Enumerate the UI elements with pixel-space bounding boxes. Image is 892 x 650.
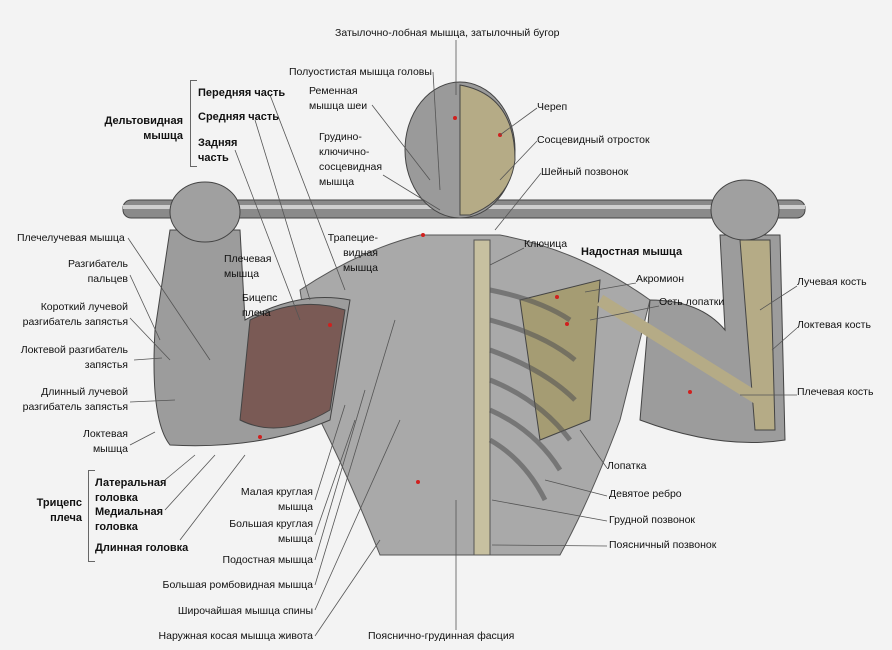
line: Трапецие-: [327, 232, 378, 244]
label-teres-minor: Малая круглая мышца: [150, 485, 313, 515]
label-anconeus: Локтевая мышца: [0, 427, 128, 457]
left-fist: [169, 181, 241, 243]
line: мышца: [143, 130, 183, 142]
label-splenius: Ременная мышца шеи: [309, 84, 367, 114]
line: ключично-: [319, 146, 370, 158]
label-acromion: Акромион: [636, 273, 684, 285]
label-triceps-lateral: Латеральная головка: [95, 476, 166, 506]
label-triceps-medial: Медиальная головка: [95, 505, 163, 535]
line: разгибатель запястья: [22, 316, 128, 328]
label-trapezius: Трапецие-видная мышца: [320, 231, 378, 276]
label-biceps: Бицепс плеча: [242, 291, 277, 321]
line: мышца: [277, 501, 313, 513]
label-spine-scapula: Ость лопатки: [659, 296, 725, 308]
label-radius: Лучевая кость: [797, 276, 867, 288]
spine: [473, 239, 577, 556]
scapula: [519, 279, 601, 441]
line: Малая круглая: [240, 486, 313, 498]
line: мышца: [92, 443, 128, 455]
line: головка: [95, 492, 138, 504]
label-ecrl: Длинный лучевой разгибатель запястья: [0, 385, 128, 415]
label-infraspinatus: Подостная мышца: [222, 554, 313, 566]
line: Плечевая: [224, 253, 272, 265]
line: Латеральная: [95, 477, 167, 489]
line: сосцевидная: [319, 161, 383, 173]
right-fist: [710, 179, 780, 241]
label-ecrb: Короткий лучевой разгибатель запястья: [0, 300, 128, 330]
line: мышца: [224, 268, 260, 280]
label-oblique: Наружная косая мышца живота: [158, 630, 313, 642]
line: мышца: [342, 262, 378, 274]
line: Грудино-: [319, 131, 362, 143]
line: разгибатель запястья: [22, 401, 128, 413]
label-deltoid: Дельтовидная мышца: [95, 114, 183, 144]
line: Бицепс: [242, 292, 278, 304]
line: мышца: [319, 176, 355, 188]
line: Дельтовидная: [104, 115, 183, 127]
label-latissimus: Широчайшая мышца спины: [177, 605, 313, 617]
line: мышца: [277, 533, 313, 545]
label-mastoid: Сосцевидный отросток: [537, 134, 650, 146]
line: Большая круглая: [229, 518, 313, 530]
label-teres-major: Большая круглая мышца: [150, 517, 313, 547]
label-deltoid-anterior: Передняя часть: [198, 87, 286, 99]
line: головка: [95, 521, 138, 533]
line: плеча: [50, 512, 82, 524]
triceps-bracket: [88, 470, 95, 562]
label-humerus: Плечевая кость: [797, 386, 874, 398]
label-supraspinatus: Надостная мышца: [581, 246, 683, 258]
label-clavicle: Ключица: [524, 238, 568, 250]
line: Разгибатель: [67, 258, 128, 270]
line: часть: [198, 152, 229, 164]
label-triceps-long: Длинная головка: [95, 542, 189, 554]
label-deltoid-posterior: Задняя часть: [198, 136, 237, 166]
line: видная: [343, 247, 378, 259]
line: Задняя: [198, 137, 238, 149]
line: Локтевой разгибатель: [20, 344, 128, 356]
label-brachialis: Плечевая мышца: [224, 252, 271, 282]
label-occipitofrontalis: Затылочно-лобная мышца, затылочный бугор: [335, 27, 560, 39]
line: Медиальная: [95, 506, 164, 518]
label-ecu: Локтевой разгибатель запястья: [0, 343, 128, 373]
line: Трицепс: [36, 497, 82, 509]
label-cervical: Шейный позвонок: [541, 166, 629, 178]
line: плеча: [242, 307, 271, 319]
label-rhomboid: Большая ромбовидная мышца: [162, 579, 313, 591]
label-fascia: Пояснично-грудинная фасция: [368, 630, 515, 642]
line: мышца шеи: [309, 100, 368, 112]
label-rib9: Девятое ребро: [609, 488, 682, 500]
label-brachioradialis: Плечелучевая мышца: [17, 232, 125, 244]
deltoid-bracket: [190, 80, 197, 167]
label-skull: Череп: [537, 101, 568, 113]
label-thoracic: Грудной позвонок: [609, 514, 696, 526]
line: Длинный лучевой: [41, 386, 128, 398]
line: Локтевая: [83, 428, 128, 440]
line: пальцев: [87, 273, 128, 285]
label-lumbar: Поясничный позвонок: [609, 539, 717, 551]
label-scapula: Лопатка: [607, 460, 647, 472]
line: Короткий лучевой: [40, 301, 128, 313]
label-scm: Грудино-ключично-сосцевидная мышца: [319, 130, 382, 190]
label-deltoid-middle: Средняя часть: [198, 111, 280, 123]
label-ext-digitorum: Разгибатель пальцев: [0, 257, 128, 287]
line: запястья: [84, 359, 128, 371]
label-triceps: Трицепс плеча: [20, 496, 82, 526]
line: Ременная: [309, 85, 358, 97]
label-ulna: Локтевая кость: [797, 319, 871, 331]
label-semispinalis: Полуостистая мышца головы: [289, 66, 432, 78]
